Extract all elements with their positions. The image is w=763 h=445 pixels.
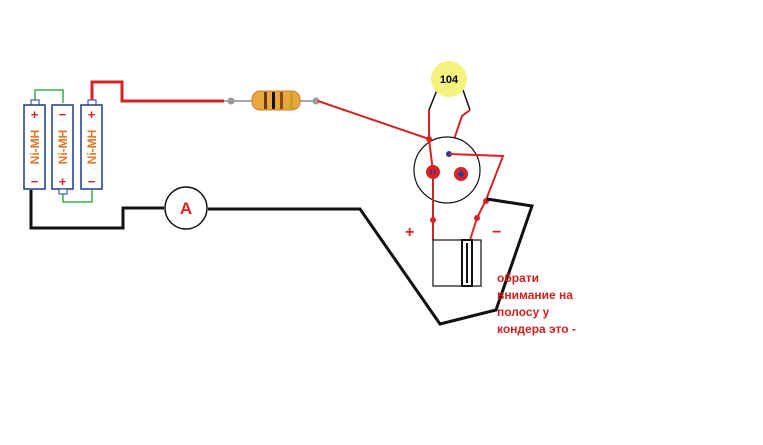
battery-2-top-sign: − — [59, 107, 67, 122]
black-wire-battery-to-ammeter — [29, 190, 164, 230]
battery-3-label: Ni-MH — [85, 130, 99, 165]
resistor — [224, 90, 320, 111]
capacitor-label: 104 — [440, 74, 459, 86]
red-wire-battery-to-resistor — [90, 80, 224, 103]
minus-sign: − — [492, 224, 501, 241]
ceramic-capacitor: 104 — [428, 61, 471, 111]
red-wire-left-leg — [428, 138, 434, 173]
green-wire-bottom — [62, 190, 93, 203]
battery-3-top-sign: + — [88, 107, 96, 122]
polarity-note: обрати внимание на полосу у кондера это … — [497, 271, 576, 336]
note-line-3: полосу у — [497, 305, 550, 319]
ammeter-label: A — [180, 199, 192, 218]
black-wire-ammeter-to-loop — [208, 197, 535, 326]
red-wire-resistor-to-transistor — [317, 100, 430, 140]
battery-cell-3: + Ni-MH − — [80, 99, 103, 190]
battery-cell-2: − Ni-MH + — [51, 104, 74, 195]
transistor — [413, 136, 481, 204]
battery-2-bottom-sign: + — [59, 174, 67, 189]
polarized-component — [432, 239, 482, 287]
ammeter: A — [164, 186, 208, 230]
green-wire-top — [34, 89, 64, 103]
battery-1-top-sign: + — [31, 107, 39, 122]
battery-3-bottom-sign: − — [88, 174, 96, 189]
red-wire-base-loop — [448, 153, 505, 219]
note-line-1: обрати — [497, 271, 539, 285]
note-line-2: внимание на — [497, 288, 573, 302]
note-line-4: кондера это - — [497, 322, 576, 336]
battery-1-label: Ni-MH — [28, 130, 42, 165]
battery-1-bottom-sign: − — [31, 174, 39, 189]
plus-sign: + — [405, 224, 414, 241]
battery-2-label: Ni-MH — [56, 130, 70, 165]
battery-cell-1: + Ni-MH − — [23, 99, 46, 190]
